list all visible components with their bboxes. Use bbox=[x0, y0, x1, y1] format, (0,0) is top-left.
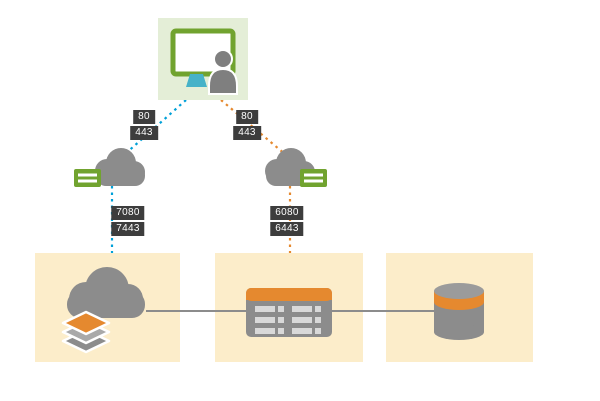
monitor-stand-icon bbox=[186, 74, 207, 87]
port-badge-group-client-left: 80 443 bbox=[130, 110, 158, 140]
server-slots bbox=[255, 306, 321, 334]
port-badge: 6443 bbox=[270, 222, 304, 236]
left-cloud-icon bbox=[95, 148, 145, 186]
database-icon bbox=[434, 283, 484, 340]
left-web-adaptor-icon bbox=[74, 169, 101, 187]
portal-cloud-icon bbox=[67, 267, 145, 318]
port-badge: 443 bbox=[130, 126, 158, 140]
client-workstation-icon bbox=[158, 18, 248, 100]
client-to-right-cloud-link bbox=[220, 99, 287, 156]
port-badge: 6080 bbox=[270, 206, 304, 220]
user-icon bbox=[208, 49, 238, 95]
right-web-adaptor-icon bbox=[300, 169, 327, 187]
port-badge: 443 bbox=[233, 126, 261, 140]
port-badge: 80 bbox=[133, 110, 155, 124]
layers-icon bbox=[61, 310, 111, 354]
server-icon bbox=[246, 288, 332, 337]
port-badge-group-client-right: 80 443 bbox=[233, 110, 261, 140]
port-badge-group-portal: 7080 7443 bbox=[111, 206, 145, 236]
portal-icon bbox=[61, 267, 145, 354]
port-badge: 7443 bbox=[111, 222, 145, 236]
port-badge-group-server: 6080 6443 bbox=[270, 206, 304, 236]
port-badge: 7080 bbox=[111, 206, 145, 220]
port-badge: 80 bbox=[236, 110, 258, 124]
